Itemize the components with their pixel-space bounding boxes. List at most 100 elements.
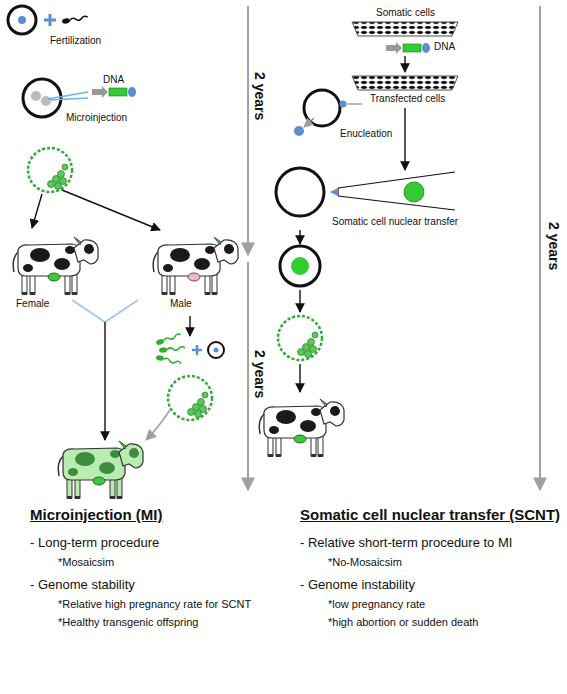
part-label: Transfected cells xyxy=(370,93,445,105)
list-item: - Relative short-term procedure to MI xyxy=(300,536,512,551)
reconstructed-embryo xyxy=(280,246,320,286)
flow-arrow xyxy=(405,56,406,72)
fertilization-figure xyxy=(8,6,88,34)
duration-label: 2 years xyxy=(252,72,268,120)
fertilization-figure xyxy=(192,345,202,355)
illustration xyxy=(386,42,430,54)
flow-arrow xyxy=(404,56,405,72)
fertilization-figure xyxy=(208,342,224,358)
flow-arrow xyxy=(146,410,170,440)
flow-arrow xyxy=(189,316,190,336)
enucleation-figure xyxy=(347,103,362,104)
fertilization-figure xyxy=(62,15,89,25)
microinjection-figure xyxy=(92,86,136,98)
illustration xyxy=(259,399,344,457)
step-label: Microinjection xyxy=(66,112,127,124)
illustration xyxy=(153,237,238,295)
fertilization-figure xyxy=(18,16,26,24)
fertilization-figure xyxy=(155,332,224,366)
culture-dish xyxy=(352,22,458,36)
microinjection-figure xyxy=(92,86,136,98)
sex-label: Male xyxy=(170,298,192,310)
illustration xyxy=(278,316,322,360)
list-item: - Genome stability xyxy=(30,578,135,593)
sex-label: Female xyxy=(16,298,49,310)
reconstructed-embryo xyxy=(291,257,309,275)
section-heading: Somatic cell nuclear transfer (SCNT) xyxy=(300,506,560,523)
enucleation-figure xyxy=(304,118,314,127)
step-label: Somatic cell nuclear transfer xyxy=(332,216,458,228)
illustration xyxy=(259,399,344,457)
duration-label: 2 years xyxy=(546,222,562,270)
flow-arrow xyxy=(405,108,406,170)
step-label: Enucleation xyxy=(340,128,392,140)
illustration xyxy=(28,148,72,192)
enucleation-figure xyxy=(294,126,304,136)
list-subitem: *Mosaicsim xyxy=(58,556,114,569)
nuclear-transfer-figure xyxy=(276,168,324,216)
timeline-arrow xyxy=(539,6,541,490)
list-subitem: *No-Mosaicsim xyxy=(328,556,402,569)
enucleation-figure xyxy=(304,90,340,126)
flow-arrow xyxy=(299,290,300,312)
nuclear-transfer-figure xyxy=(404,182,424,202)
duration-label: 2 years xyxy=(252,350,268,398)
nuclear-transfer-figure xyxy=(330,188,338,196)
flow-arrow xyxy=(62,190,160,230)
timeline-arrow xyxy=(247,6,249,255)
flow-arrow xyxy=(404,108,405,170)
culture-dish xyxy=(352,76,458,90)
flow-arrow xyxy=(300,290,301,312)
microinjection-figure xyxy=(48,92,88,100)
nuclear-transfer-figure xyxy=(276,168,455,216)
flow-arrow xyxy=(300,364,301,392)
fertilization-figure xyxy=(159,345,185,352)
illustration xyxy=(278,316,322,360)
microinjection-figure xyxy=(31,91,41,101)
fertilization-figure xyxy=(44,14,56,26)
illustration xyxy=(153,237,238,295)
illustration xyxy=(13,237,98,295)
list-subitem: *Healthy transgenic offspring xyxy=(58,616,198,629)
flow-arrow xyxy=(32,190,160,230)
fertilization-figure xyxy=(155,354,181,366)
illustration xyxy=(168,376,212,420)
timeline-arrow xyxy=(247,262,249,490)
list-subitem: *low pregnancy rate xyxy=(328,598,425,611)
list-item: - Long-term procedure xyxy=(30,536,159,551)
list-subitem: *high abortion or sudden death xyxy=(328,616,478,629)
part-label: DNA xyxy=(103,74,124,86)
timeline-arrow xyxy=(248,6,540,490)
reconstructed-embryo xyxy=(280,246,320,286)
flow-arrow xyxy=(72,300,190,440)
fertilization-figure xyxy=(8,6,36,34)
section-heading: Microinjection (MI) xyxy=(30,506,163,523)
flow-arrow xyxy=(146,410,170,440)
flow-arrow xyxy=(104,322,105,440)
fertilization-figure xyxy=(155,332,181,346)
fertilization-figure xyxy=(155,332,181,346)
list-subitem: *Relative high pregnancy rate for SCNT xyxy=(58,598,251,611)
microinjection-figure xyxy=(41,96,51,106)
list-item: - Genome instability xyxy=(300,578,415,593)
culture-dish xyxy=(352,76,458,90)
fertilization-figure xyxy=(155,354,181,366)
culture-dish xyxy=(352,22,458,36)
flow-arrow xyxy=(299,364,300,392)
illustration xyxy=(58,441,143,499)
flow-arrow xyxy=(72,300,138,322)
fertilization-figure xyxy=(159,345,185,352)
illustration xyxy=(168,376,212,420)
enucleation-figure xyxy=(340,101,347,108)
flow-arrow xyxy=(32,194,42,228)
illustration xyxy=(386,42,430,54)
part-label: Somatic cells xyxy=(376,7,435,19)
flow-arrow xyxy=(299,230,300,244)
part-label: DNA xyxy=(434,41,455,53)
step-label: Fertilization xyxy=(50,35,101,47)
fertilization-figure xyxy=(214,348,219,353)
illustration xyxy=(28,148,72,192)
illustration xyxy=(58,441,143,499)
